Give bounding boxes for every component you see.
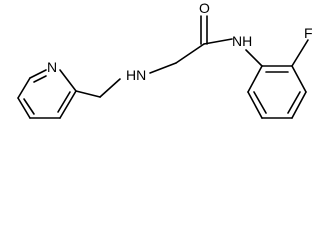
bond-ph-c6-c1 — [247, 65, 263, 93]
bond-ph-c3-c4 — [291, 91, 307, 119]
bond-ph-c5-c6-inner — [253, 91, 267, 114]
bond-py-n-c6-inner — [33, 75, 47, 83]
bond-py-c2-n — [59, 69, 77, 92]
bond-py-c5-c4 — [17, 97, 31, 119]
bond-ph-c3-c4-inner — [287, 91, 301, 114]
atom-labels: O NH HN N F — [47, 0, 313, 83]
fluorine-label: F — [304, 25, 313, 41]
amide-nh-label: NH — [232, 33, 252, 49]
bond-amine-n-ch2 — [99, 78, 121, 98]
bond-ph-c5-c6 — [247, 91, 263, 119]
bond-py-c3-c2 — [59, 90, 77, 119]
bond-py-c3-c2-inner — [57, 91, 71, 113]
bonds — [17, 15, 309, 119]
structure-canvas: O NH HN N F — [17, 0, 313, 119]
bond-ph-c2-c3 — [291, 65, 307, 93]
bond-ch2-pyridine — [75, 90, 101, 98]
bond-carbonyl-amide-n — [203, 38, 233, 45]
bond-py-c6-c5 — [17, 77, 31, 99]
bond-ch2-amine-n — [149, 62, 177, 74]
bond-py-n-c6 — [29, 69, 47, 79]
oxygen-label: O — [199, 0, 210, 16]
amine-hn-label: HN — [126, 67, 146, 83]
pyridine-n-label: N — [47, 59, 57, 75]
bond-amide-n-phenyl — [245, 49, 263, 67]
bond-py-c5-c4-inner — [23, 98, 35, 115]
bond-carbonyl-ch2 — [175, 43, 205, 64]
bond-ph-c2-f — [291, 39, 309, 67]
molecule-diagram: O NH HN N F — [17, 0, 313, 119]
